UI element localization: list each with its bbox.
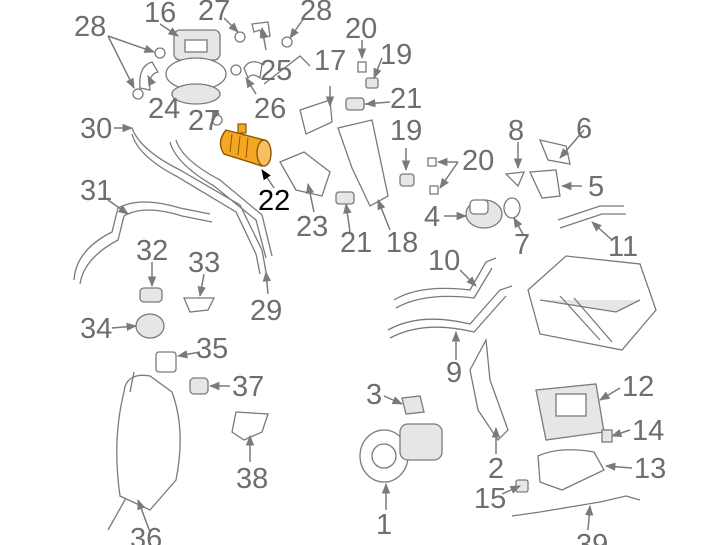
callout-34[interactable]: 34 xyxy=(80,313,112,345)
part-39-sensor[interactable] xyxy=(511,495,641,517)
part-8-6-5[interactable] xyxy=(504,139,571,199)
part-17-rod[interactable] xyxy=(263,55,311,85)
part-10-pipe[interactable] xyxy=(393,257,497,309)
callout-36[interactable]: 36 xyxy=(130,523,162,545)
callout-14[interactable]: 14 xyxy=(632,415,664,447)
callout-20-mid[interactable]: 20 xyxy=(462,145,494,177)
part-32-33[interactable] xyxy=(139,287,216,313)
part-21-sensor-middle[interactable] xyxy=(335,191,355,205)
part-intake-box[interactable] xyxy=(527,255,657,351)
part-4-valve[interactable] xyxy=(465,199,503,229)
callout-1[interactable]: 1 xyxy=(376,509,392,541)
callout-24[interactable]: 24 xyxy=(148,93,180,125)
part-19-20-sensors-top[interactable] xyxy=(357,61,379,89)
part-7-gasket[interactable] xyxy=(503,197,521,219)
callout-19-mid[interactable]: 19 xyxy=(390,115,422,147)
callout-12[interactable]: 12 xyxy=(622,371,654,403)
part-23-shield[interactable] xyxy=(279,151,331,197)
callout-17[interactable]: 17 xyxy=(314,45,346,77)
part-26-elbow[interactable] xyxy=(243,61,263,80)
callout-29[interactable]: 29 xyxy=(250,295,282,327)
callout-27-top[interactable]: 27 xyxy=(198,0,230,27)
callout-2[interactable]: 2 xyxy=(488,453,504,485)
callout-37[interactable]: 37 xyxy=(232,371,264,403)
part-clamps-top[interactable] xyxy=(132,31,293,126)
part-30-29-pipes[interactable] xyxy=(131,127,273,275)
callout-28-top[interactable]: 28 xyxy=(300,0,332,27)
callout-20-top[interactable]: 20 xyxy=(345,13,377,45)
part-22-filter-highlighted[interactable] xyxy=(219,123,272,167)
callout-21-top[interactable]: 21 xyxy=(390,83,422,115)
callout-33[interactable]: 33 xyxy=(188,247,220,279)
callout-28-left[interactable]: 28 xyxy=(74,11,106,43)
callout-5[interactable]: 5 xyxy=(588,171,604,203)
callout-26[interactable]: 26 xyxy=(254,93,286,125)
callout-32[interactable]: 32 xyxy=(136,235,168,267)
callout-3[interactable]: 3 xyxy=(366,379,382,411)
callout-15[interactable]: 15 xyxy=(474,483,506,515)
part-3[interactable] xyxy=(401,395,425,415)
callout-23[interactable]: 23 xyxy=(296,211,328,243)
callout-38[interactable]: 38 xyxy=(236,463,268,495)
callout-13[interactable]: 13 xyxy=(634,453,666,485)
part-9-pipe[interactable] xyxy=(387,285,513,339)
callout-9[interactable]: 9 xyxy=(446,357,462,389)
callout-7[interactable]: 7 xyxy=(514,229,530,261)
part-1-air-pump[interactable] xyxy=(359,423,443,483)
part-25-elbow[interactable] xyxy=(251,21,271,39)
callout-25[interactable]: 25 xyxy=(260,55,292,87)
callout-27-mid[interactable]: 27 xyxy=(188,105,220,137)
callout-30[interactable]: 30 xyxy=(80,113,112,145)
callout-16[interactable]: 16 xyxy=(144,0,176,29)
callout-39[interactable]: 39 xyxy=(576,529,608,545)
part-13-14-15[interactable] xyxy=(515,429,613,493)
part-17-bracket[interactable] xyxy=(299,99,333,135)
callout-21-mid[interactable]: 21 xyxy=(340,227,372,259)
part-38-bracket[interactable] xyxy=(231,411,269,441)
part-16-air-pump[interactable] xyxy=(165,29,227,105)
callout-10[interactable]: 10 xyxy=(428,245,460,277)
callout-31[interactable]: 31 xyxy=(80,175,112,207)
part-34-valve[interactable] xyxy=(135,313,165,339)
leader-lines xyxy=(107,17,633,533)
part-19-20-sensors-middle[interactable] xyxy=(399,157,439,195)
callout-11[interactable]: 11 xyxy=(608,231,638,263)
callout-19-top[interactable]: 19 xyxy=(380,39,412,71)
callout-22-highlighted[interactable]: 22 xyxy=(258,185,290,217)
callout-8[interactable]: 8 xyxy=(508,115,524,147)
callout-4[interactable]: 4 xyxy=(424,201,440,233)
part-11-pipe[interactable] xyxy=(557,205,626,229)
part-36-muffler[interactable] xyxy=(107,371,181,531)
part-12-housing[interactable] xyxy=(535,383,605,441)
part-24-hose[interactable] xyxy=(139,61,160,91)
callout-numbers: 28 16 27 28 20 17 19 25 24 26 21 27 30 8… xyxy=(74,0,666,545)
part-2-bracket[interactable] xyxy=(469,337,509,442)
part-35-37-bushings[interactable] xyxy=(155,351,209,395)
callout-6[interactable]: 6 xyxy=(576,113,592,145)
callout-35[interactable]: 35 xyxy=(196,333,228,365)
callout-18[interactable]: 18 xyxy=(386,227,418,259)
